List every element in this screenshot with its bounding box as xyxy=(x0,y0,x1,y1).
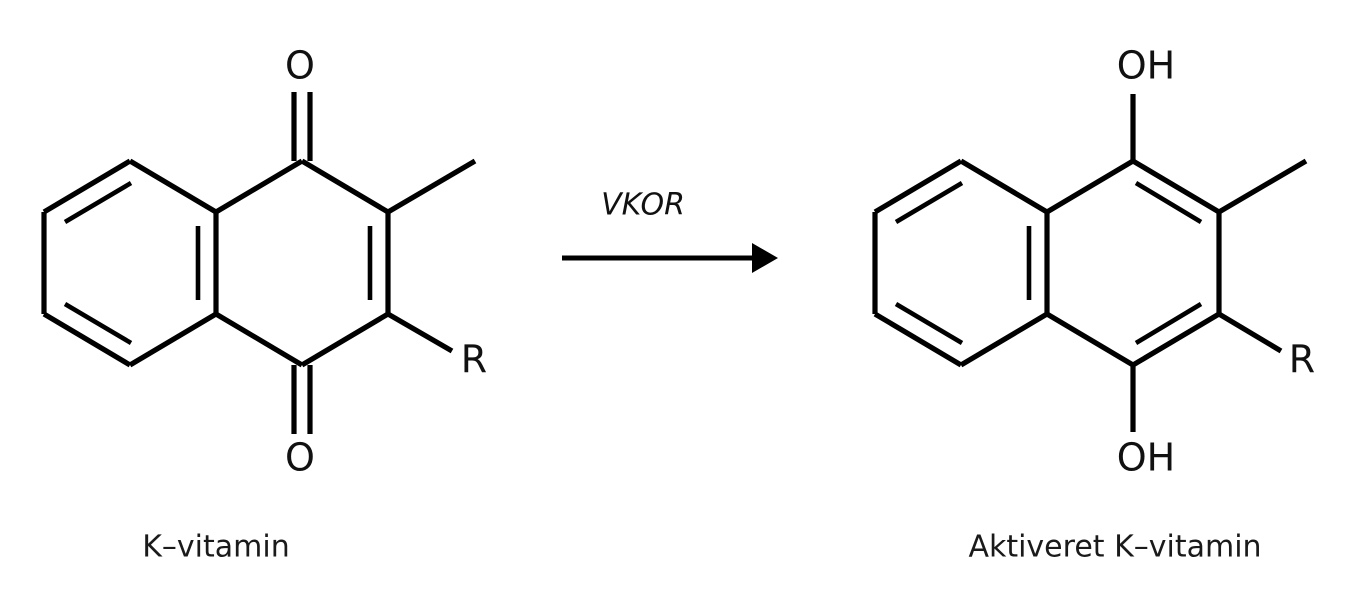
bond-pb5 xyxy=(873,311,963,368)
bond-q5 xyxy=(214,311,304,368)
bond-b4 xyxy=(128,311,218,368)
bond-pq4 xyxy=(1131,311,1221,368)
reactant-methyl-bond xyxy=(386,158,477,215)
reactant-oxygen-bottom-label: O xyxy=(285,436,315,480)
bond-pb2 xyxy=(959,158,1049,215)
bond-q4 xyxy=(300,311,390,368)
product-r-group-label: R xyxy=(1289,338,1315,382)
reactant-caption: K–vitamin xyxy=(142,530,289,565)
bond-b5 xyxy=(42,311,132,368)
product-hydroquinone-ring xyxy=(1045,158,1222,368)
bond-pq2 xyxy=(1131,158,1221,215)
reactant-r-bond xyxy=(386,311,454,354)
inner-bond-pq4 xyxy=(1134,302,1203,345)
product-methyl-bond xyxy=(1217,158,1308,215)
reaction-arrow-head xyxy=(752,243,778,273)
inner-bond-pb5 xyxy=(894,302,964,345)
bond-q1 xyxy=(214,158,304,215)
inner-bond-b1 xyxy=(63,181,133,224)
bond-pq1 xyxy=(1045,158,1135,215)
bond-b2 xyxy=(128,158,218,215)
reactant-benzene-ring xyxy=(41,158,219,368)
reactant-quinone-ring xyxy=(214,158,391,368)
reactant-carbonyl-bottom xyxy=(291,365,313,434)
reactant-r-group-label: R xyxy=(461,338,487,382)
inner-bond-pq2 xyxy=(1134,181,1203,224)
reactant-oxygen-top-label: O xyxy=(285,44,315,88)
inner-bond-b5 xyxy=(63,302,133,345)
reactant-structure: O O R xyxy=(41,44,487,480)
product-r-bond xyxy=(1217,311,1283,354)
product-hydroxyl-bottom-label: OH xyxy=(1117,436,1175,480)
bond-pb1 xyxy=(873,158,963,215)
product-benzene-ring xyxy=(872,158,1050,368)
reaction-arrow-group: VKOR xyxy=(562,188,778,273)
product-caption: Aktiveret K–vitamin xyxy=(968,530,1261,565)
bond-q2 xyxy=(300,158,390,215)
bond-pb4 xyxy=(959,311,1049,368)
bond-pq5 xyxy=(1045,311,1135,368)
reactant-carbonyl-top xyxy=(291,92,313,161)
inner-bond-pb1 xyxy=(894,181,964,224)
bond-b1 xyxy=(42,158,132,215)
vkor-enzyme-label: VKOR xyxy=(601,188,685,223)
product-hydroxyl-top-label: OH xyxy=(1117,44,1175,88)
product-structure: OH OH R xyxy=(872,44,1315,480)
